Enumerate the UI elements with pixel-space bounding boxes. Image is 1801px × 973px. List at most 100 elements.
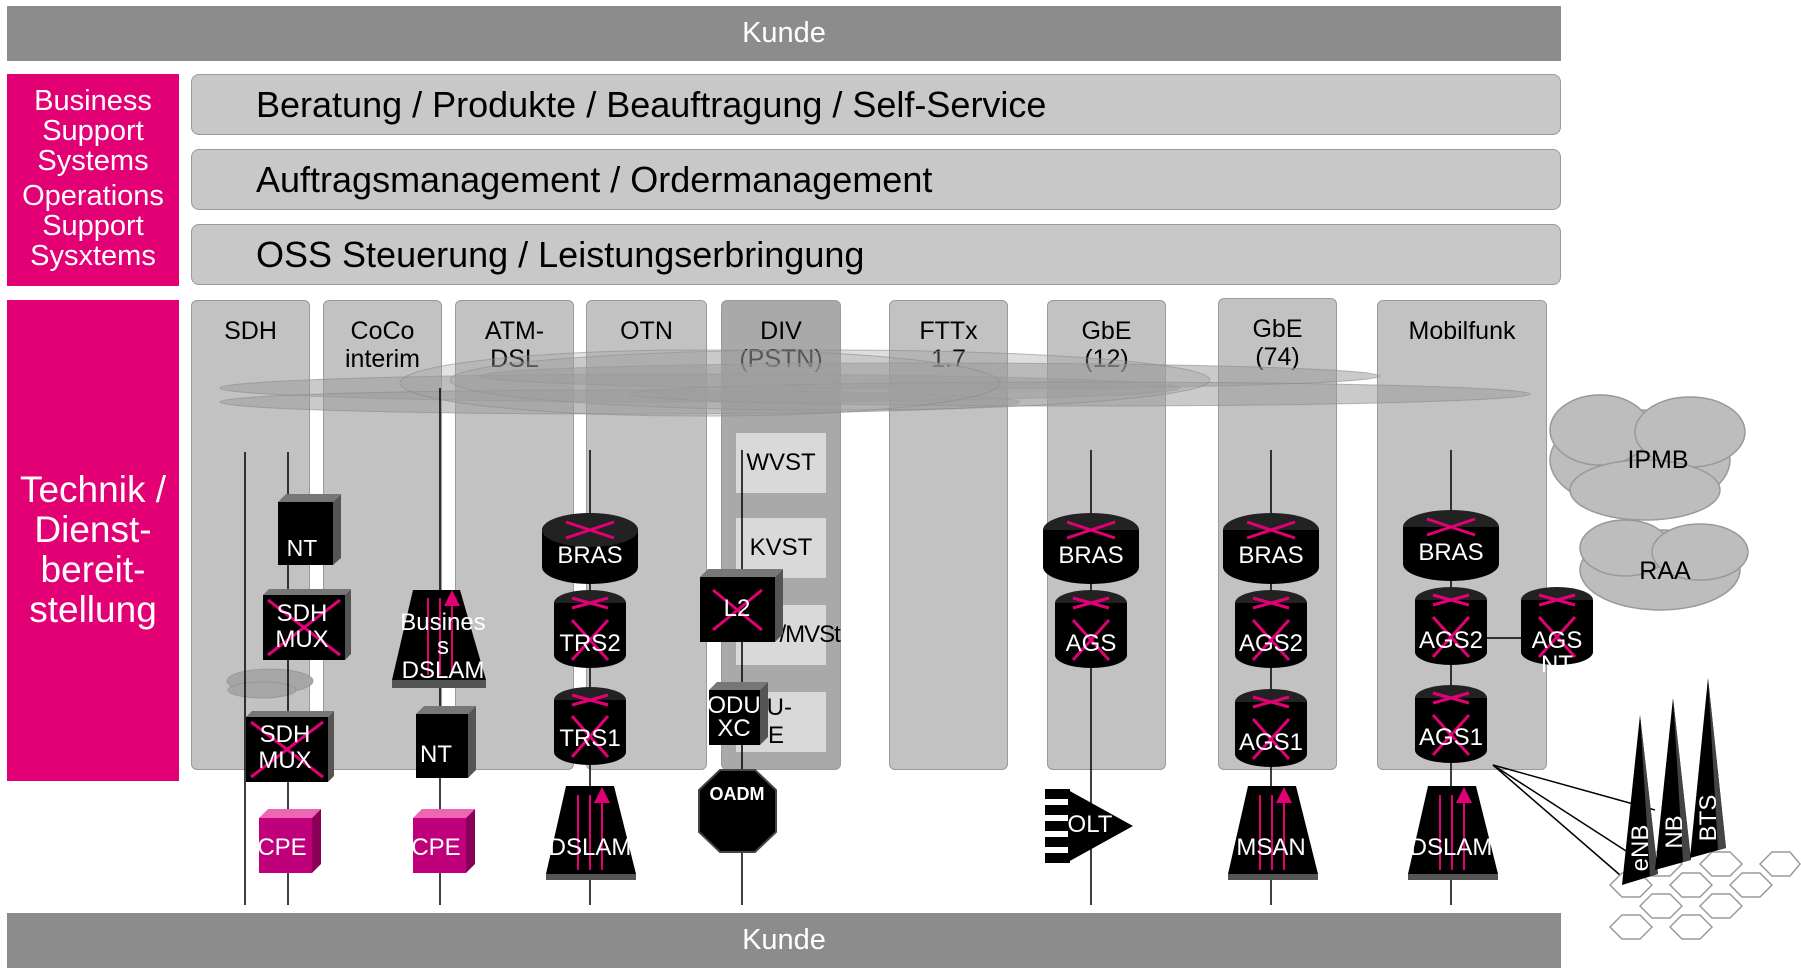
device-cpe-sdh: CPE [257, 809, 321, 873]
svg-text:ODU: ODU [707, 692, 760, 719]
kunde-bottom-bar: Kunde [7, 913, 1561, 968]
tech-line-4: stellung [29, 589, 157, 630]
tech-line-1: Technik / [19, 469, 166, 510]
svg-text:BRAS: BRAS [1058, 542, 1123, 569]
backbone-cloud [219, 349, 1531, 417]
svg-text:SDH: SDH [277, 600, 328, 627]
cloud-raa [1579, 519, 1749, 611]
device-trs2: TRS2 [554, 590, 626, 668]
svg-text:OADM: OADM [710, 784, 765, 804]
bss-line-3: Systems [37, 145, 149, 177]
tech-line-3: bereit- [40, 549, 146, 590]
device-nt-coco: NT [416, 706, 476, 778]
device-ags-fttx: AGS [1055, 590, 1127, 668]
cloud-ipmb-label: IPMB [1627, 446, 1688, 474]
oss-line-2: Support [42, 210, 144, 242]
div-box-wvst: WVST [735, 432, 827, 494]
oss-line-3: Sysxtems [30, 240, 156, 272]
svg-text:NT: NT [287, 535, 318, 561]
bss-line-1: Business [34, 85, 152, 117]
column-atm-dsl-title: ATM- DSL [484, 317, 545, 373]
device-msan: MSAN [1228, 786, 1318, 880]
device-oadm: OADM [698, 769, 777, 853]
device-bras-atm: BRAS [542, 513, 638, 584]
sdh-ring-cloud [226, 668, 314, 699]
device-olt: OLT [1045, 789, 1133, 863]
tower-bts [1690, 678, 1726, 858]
device-bras-gbe12: BRAS [1223, 513, 1319, 584]
svg-text:NT: NT [1541, 651, 1573, 678]
band-auftragsmanagement: Auftragsmanagement / Ordermanagement [191, 149, 1561, 210]
svg-text:DSLAM: DSLAM [1410, 834, 1493, 861]
band-auftragsmanagement-label: Auftragsmanagement / Ordermanagement [256, 158, 933, 200]
svg-text:DSLAM: DSLAM [549, 834, 632, 861]
band-oss-steuerung: OSS Steuerung / Leistungserbringung [191, 224, 1561, 285]
svg-text:AGS2: AGS2 [1419, 627, 1483, 654]
tower-nb [1655, 698, 1691, 870]
kunde-bottom-label: Kunde [742, 924, 826, 956]
cloud-ipmb [1549, 394, 1746, 521]
svg-text:XC: XC [717, 715, 750, 742]
svg-text:SDH: SDH [260, 721, 311, 748]
svg-text:CPE: CPE [411, 834, 460, 861]
tower-enb [1622, 715, 1658, 885]
column-coco-title: CoCo interim [344, 317, 420, 373]
div-box-kvst: KVST [735, 517, 827, 579]
device-nt-sdh: NT [278, 494, 341, 565]
device-ags-nt: AGS NT [1521, 587, 1593, 678]
svg-text:TRS2: TRS2 [559, 630, 620, 657]
band-oss-steuerung-label: OSS Steuerung / Leistungserbringung [256, 233, 865, 275]
kunde-top-bar: Kunde [7, 6, 1561, 61]
tower-nb-label: NB [1661, 815, 1688, 848]
device-cpe-coco: CPE [411, 809, 475, 873]
band-beratung-label: Beratung / Produkte / Beauftragung / Sel… [256, 83, 1047, 125]
device-ags1-gbe74: AGS1 [1415, 685, 1487, 763]
svg-text:s: s [437, 633, 449, 660]
svg-text:AGS: AGS [1066, 630, 1117, 657]
device-sdh-mux-upper: SDH MUX [263, 589, 351, 660]
oss-line-1: Operations [22, 180, 164, 212]
column-sdh-title: SDH [224, 317, 277, 345]
svg-text:CPE: CPE [257, 834, 306, 861]
tech-line-2: Dienst- [34, 509, 152, 550]
svg-text:MSAN: MSAN [1236, 834, 1305, 861]
svg-text:MUX: MUX [275, 626, 328, 653]
column-otn-title: OTN [620, 317, 673, 345]
svg-text:OLT: OLT [1068, 811, 1113, 838]
device-bras-fttx: BRAS [1043, 513, 1139, 584]
tower-bts-label: BTS [1695, 795, 1722, 842]
svg-text:DSLAM: DSLAM [402, 657, 485, 684]
column-mobilfunk-title: Mobilfunk [1408, 317, 1516, 345]
device-ags2-gbe74: AGS2 [1415, 587, 1487, 665]
svg-text:Busines: Busines [400, 609, 485, 636]
svg-text:BRAS: BRAS [1238, 542, 1303, 569]
device-ags1-gbe12: AGS1 [1235, 689, 1307, 767]
svg-text:L2: L2 [724, 595, 751, 622]
cloud-raa-label: RAA [1639, 557, 1691, 585]
device-dslam-gbe74: DSLAM [1408, 786, 1498, 880]
svg-text:MUX: MUX [258, 747, 311, 774]
svg-text:BRAS: BRAS [557, 542, 622, 569]
bss-oss-block: Business Support Systems Operations Supp… [7, 74, 179, 286]
svg-text:AGS2: AGS2 [1239, 630, 1303, 657]
device-trs1: TRS1 [554, 687, 626, 765]
technik-block: Technik / Dienst- bereit- stellung [7, 300, 179, 781]
div-box-kvst-label: KVST [749, 534, 813, 561]
column-gbe74-title: GbE (74) [1252, 315, 1303, 371]
svg-text:TRS1: TRS1 [559, 725, 620, 752]
svg-text:BRAS: BRAS [1418, 539, 1483, 566]
svg-text:AGS: AGS [1532, 627, 1583, 654]
device-dslam-atm: DSLAM [546, 786, 636, 880]
device-sdh-mux-lower: SDH MUX [246, 711, 334, 782]
svg-text:AGS1: AGS1 [1419, 724, 1483, 751]
bss-line-2: Support [42, 115, 144, 147]
svg-text:AGS1: AGS1 [1239, 729, 1303, 756]
device-ags2-gbe12: AGS2 [1235, 590, 1307, 668]
svg-text:NT: NT [420, 741, 452, 768]
tower-enb-label: eNB [1627, 825, 1654, 872]
band-beratung: Beratung / Produkte / Beauftragung / Sel… [191, 74, 1561, 135]
kunde-top-label: Kunde [742, 17, 826, 49]
device-bras-gbe74: BRAS [1403, 510, 1499, 581]
device-business-dslam: Busines s DSLAM [392, 590, 486, 688]
